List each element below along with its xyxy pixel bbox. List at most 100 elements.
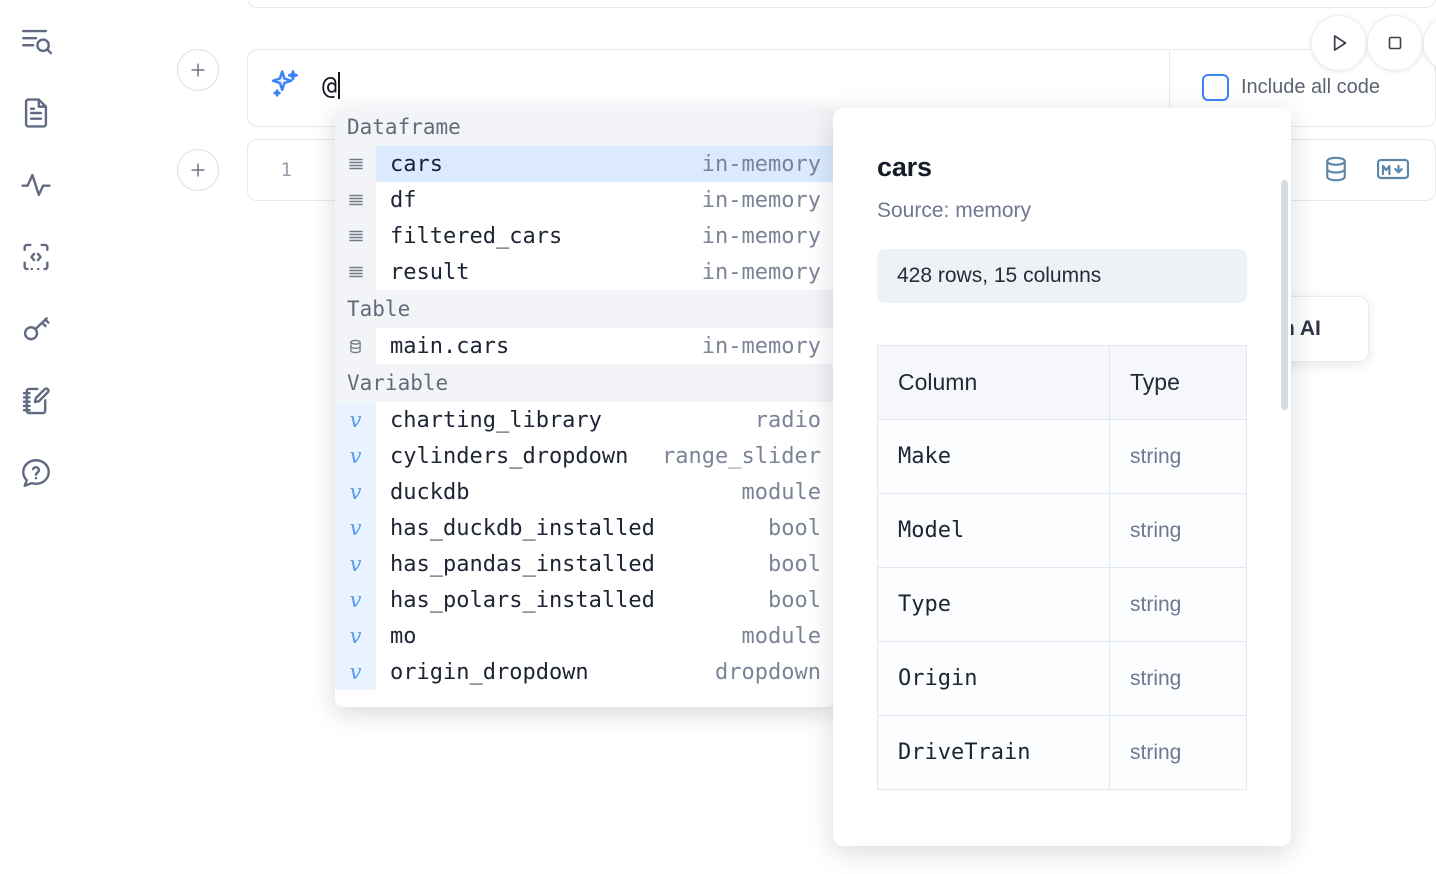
autocomplete-item-name: origin_dropdown: [390, 659, 589, 685]
details-shape-badge: 428 rows, 15 columns: [877, 249, 1247, 303]
key-icon[interactable]: [13, 306, 59, 352]
autocomplete-item-name: duckdb: [390, 479, 470, 505]
previous-cell: [247, 0, 1436, 8]
autocomplete-item-type: radio: [754, 407, 821, 433]
include-all-code-row[interactable]: Include all code: [1202, 74, 1380, 101]
autocomplete-item-type: in-memory: [701, 259, 821, 285]
autocomplete-item[interactable]: result in-memory: [335, 254, 835, 290]
autocomplete-item-type: dropdown: [715, 659, 821, 685]
database-icon[interactable]: [1321, 154, 1351, 184]
left-icon-rail: [0, 0, 72, 874]
line-number: 1: [280, 159, 292, 181]
table-cell-column: Type: [877, 567, 1110, 642]
include-all-code-label: Include all code: [1241, 76, 1380, 98]
add-cell-button-top[interactable]: [177, 49, 219, 91]
explore-search-icon[interactable]: [13, 18, 59, 64]
autocomplete-item-type: in-memory: [701, 151, 821, 177]
dataframe-details-panel: cars Source: memory 428 rows, 15 columns…: [833, 108, 1291, 846]
table-database-icon: [335, 328, 376, 364]
help-question-icon[interactable]: [13, 450, 59, 496]
autocomplete-item-name: has_duckdb_installed: [390, 515, 655, 541]
autocomplete-item-name: filtered_cars: [390, 223, 563, 249]
sparkle-ai-icon: [268, 67, 302, 101]
ai-prompt-value: @: [322, 71, 338, 100]
autocomplete-item-type: bool: [768, 551, 821, 577]
add-cell-button-bottom[interactable]: [177, 149, 219, 191]
autocomplete-item-name: charting_library: [390, 407, 602, 433]
autocomplete-item[interactable]: v has_polars_installed bool: [335, 582, 835, 618]
autocomplete-group-header: Variable: [335, 364, 835, 402]
autocomplete-item-type: in-memory: [701, 223, 821, 249]
autocomplete-item-type: module: [741, 623, 821, 649]
stop-button[interactable]: [1367, 15, 1423, 71]
table-header-cell: Type: [1109, 345, 1247, 420]
table-cell-column: Model: [877, 493, 1110, 568]
autocomplete-group-header: Table: [335, 290, 835, 328]
table-cell-column: DriveTrain: [877, 715, 1110, 790]
scratchpad-edit-icon[interactable]: [13, 378, 59, 424]
autocomplete-item[interactable]: v cylinders_dropdown range_slider: [335, 438, 835, 474]
generate-with-ai-chip[interactable]: h AI: [1279, 296, 1369, 362]
autocomplete-item-type: module: [741, 479, 821, 505]
table-header-cell: Column: [877, 345, 1110, 420]
dataframe-icon: [335, 146, 376, 182]
autocomplete-item-name: has_pandas_installed: [390, 551, 655, 577]
autocomplete-item-name: result: [390, 259, 470, 285]
autocomplete-item-name: cars: [390, 151, 443, 177]
autocomplete-item-name: cylinders_dropdown: [390, 443, 629, 469]
dataframe-icon: [335, 254, 376, 290]
autocomplete-item-name: mo: [390, 623, 417, 649]
dataframe-icon: [335, 182, 376, 218]
variable-icon: v: [335, 654, 376, 690]
text-cursor: [338, 72, 341, 99]
autocomplete-item[interactable]: v has_duckdb_installed bool: [335, 510, 835, 546]
run-button[interactable]: [1311, 15, 1367, 71]
autocomplete-item[interactable]: df in-memory: [335, 182, 835, 218]
autocomplete-item[interactable]: cars in-memory: [335, 146, 835, 182]
variable-icon: v: [335, 474, 376, 510]
markdown-icon[interactable]: [1377, 156, 1409, 182]
autocomplete-item[interactable]: filtered_cars in-memory: [335, 218, 835, 254]
generate-with-ai-label: h AI: [1282, 317, 1321, 340]
table-cell-column: Make: [877, 419, 1110, 494]
table-cell-type: string: [1109, 419, 1247, 494]
autocomplete-item-type: in-memory: [701, 187, 821, 213]
activity-pulse-icon[interactable]: [13, 162, 59, 208]
table-cell-column: Origin: [877, 641, 1110, 716]
autocomplete-item-type: bool: [768, 515, 821, 541]
variable-icon: v: [335, 438, 376, 474]
dataframe-icon: [335, 218, 376, 254]
variable-icon: v: [335, 510, 376, 546]
table-cell-type: string: [1109, 493, 1247, 568]
autocomplete-item-name: has_polars_installed: [390, 587, 655, 613]
details-source: Source: memory: [877, 199, 1032, 222]
table-cell-type: string: [1109, 715, 1247, 790]
file-document-icon[interactable]: [13, 90, 59, 136]
ai-prompt-input[interactable]: @: [322, 71, 341, 100]
autocomplete-item[interactable]: v origin_dropdown dropdown: [335, 654, 835, 690]
table-cell-type: string: [1109, 641, 1247, 716]
autocomplete-item-name: main.cars: [390, 333, 510, 359]
variable-icon: v: [335, 582, 376, 618]
details-title: cars: [877, 152, 932, 182]
autocomplete-item-name: df: [390, 187, 417, 213]
table-cell-type: string: [1109, 567, 1247, 642]
details-scrollbar[interactable]: [1281, 180, 1288, 410]
include-all-code-checkbox[interactable]: [1202, 74, 1229, 101]
autocomplete-item-type: bool: [768, 587, 821, 613]
variable-icon: v: [335, 618, 376, 654]
code-snippet-icon[interactable]: [13, 234, 59, 280]
autocomplete-item-type: range_slider: [662, 443, 821, 469]
